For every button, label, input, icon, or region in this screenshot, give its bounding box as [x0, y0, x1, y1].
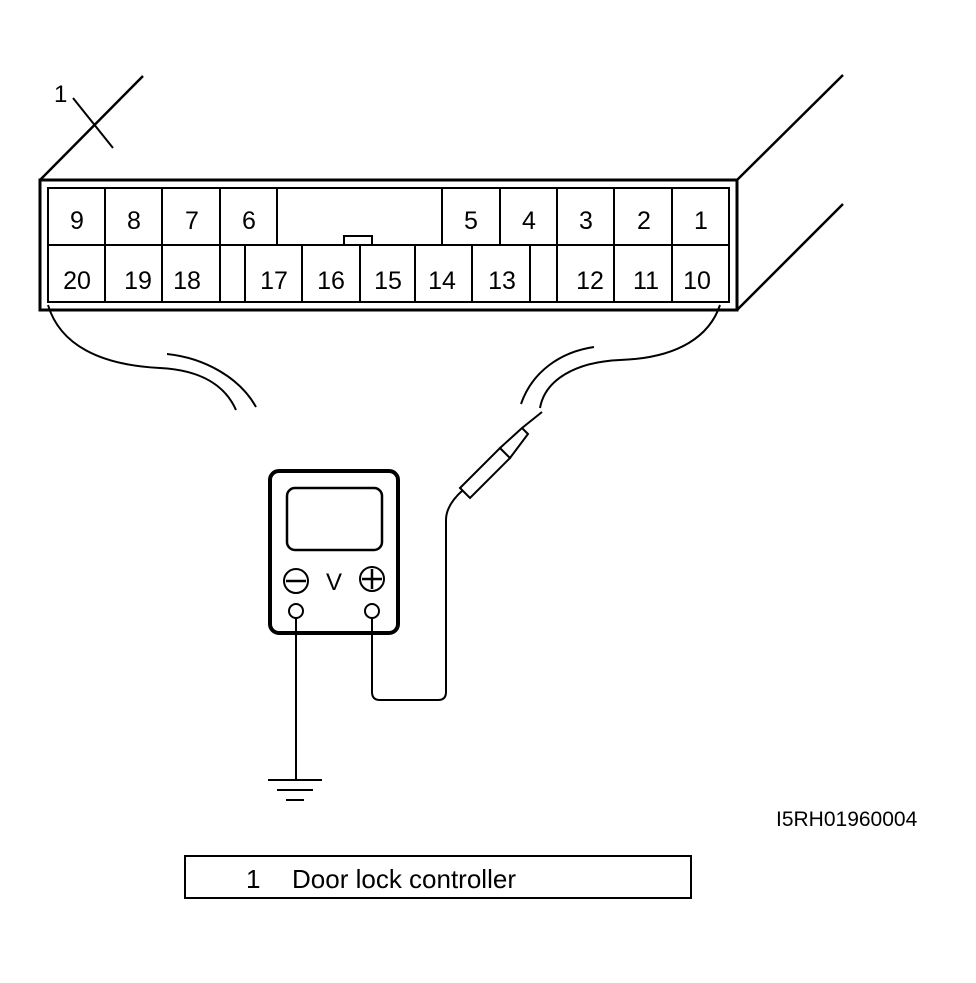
pin-label-9: 9 — [70, 207, 84, 235]
figure-id: I5RH01960004 — [776, 808, 918, 831]
pin-label-6: 6 — [242, 207, 256, 235]
connector-bottom-row-labels: 20 19 18 17 16 15 14 13 12 11 10 — [63, 267, 711, 295]
harness-wires — [47, 304, 721, 411]
connector-depth-line-left — [39, 75, 144, 181]
connector-lock-tab — [343, 235, 373, 245]
connector-depth-line-top-right — [736, 74, 844, 181]
pin-label-4: 4 — [522, 207, 536, 235]
pin-label-19: 19 — [124, 267, 152, 295]
pin-label-13: 13 — [488, 267, 516, 295]
minus-terminal-icon — [283, 568, 309, 594]
pin-label-12: 12 — [576, 267, 604, 295]
legend-number: 1 — [246, 864, 261, 894]
voltmeter-display — [285, 486, 384, 552]
pin-label-20: 20 — [63, 267, 91, 295]
connector-cell-grid — [48, 188, 729, 302]
pin-label-16: 16 — [317, 267, 345, 295]
pin-label-3: 3 — [579, 207, 593, 235]
legend-box: 1 Door lock controller — [184, 855, 692, 899]
pin-label-8: 8 — [127, 207, 141, 235]
harness-wire-left-inner — [166, 353, 257, 408]
connector-top-row-labels: 9 8 7 6 5 4 3 2 1 — [70, 207, 708, 235]
pin-label-2: 2 — [637, 207, 651, 235]
harness-wire-right-inner — [520, 346, 595, 405]
ground-icon — [268, 779, 322, 801]
callout-cross-line — [72, 97, 114, 149]
connector-body — [38, 74, 844, 312]
connector-front-face — [38, 178, 739, 312]
pin-label-10: 10 — [683, 267, 711, 295]
pin-label-14: 14 — [428, 267, 456, 295]
harness-wire-right-outer — [539, 304, 721, 409]
probe-lead — [371, 489, 464, 701]
pin-label-11: 11 — [633, 267, 659, 295]
connector-depth-line-bottom-right — [736, 203, 844, 311]
probe-icon — [458, 411, 543, 500]
plus-jack — [364, 603, 380, 619]
pin-label-15: 15 — [374, 267, 402, 295]
voltmeter-body — [268, 469, 400, 635]
minus-jack — [288, 603, 304, 619]
voltmeter: V — [268, 469, 400, 635]
harness-wire-left-outer — [47, 304, 237, 411]
legend-text: Door lock controller — [292, 864, 516, 894]
pin-label-5: 5 — [464, 207, 478, 235]
callout-number: 1 — [54, 81, 67, 108]
voltmeter-unit-label: V — [326, 569, 342, 596]
pin-label-18: 18 — [173, 267, 201, 295]
pin-label-1: 1 — [694, 207, 708, 235]
plus-terminal-icon — [359, 566, 385, 592]
pin-label-17: 17 — [260, 267, 288, 295]
pin-label-7: 7 — [185, 207, 199, 235]
